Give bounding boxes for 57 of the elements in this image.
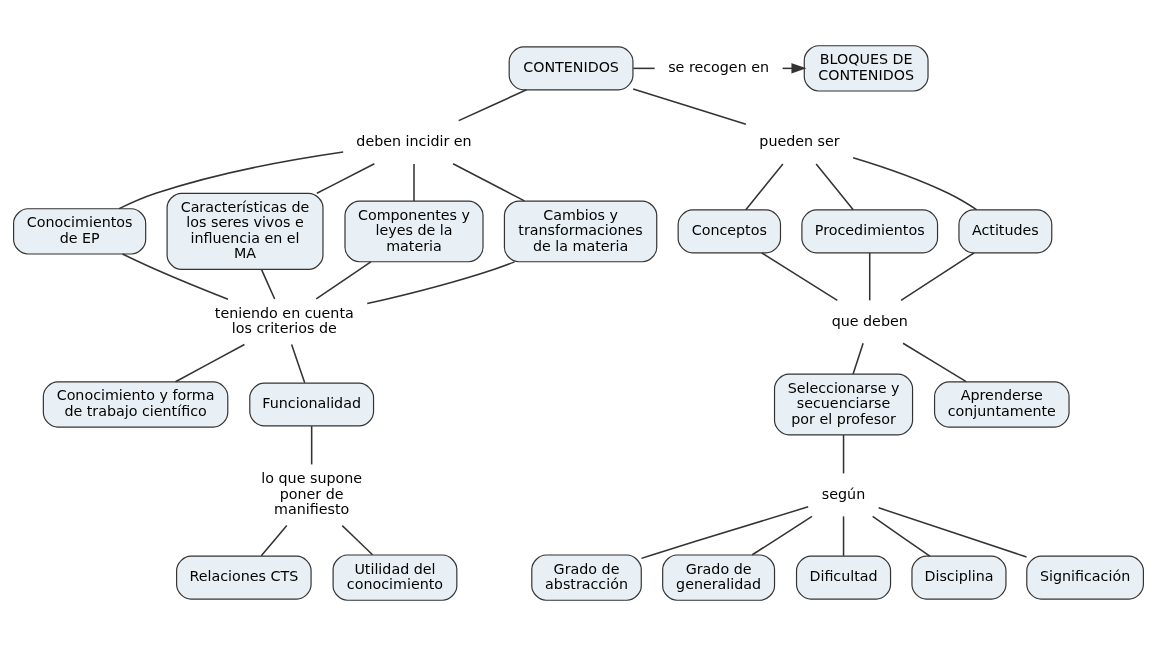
connector	[452, 162, 526, 202]
connector	[640, 506, 809, 560]
connector	[413, 163, 415, 202]
connector	[751, 515, 813, 556]
connector	[900, 252, 975, 302]
node-text: según	[821, 485, 866, 502]
node-box: Relaciones CTS	[176, 555, 312, 600]
node-text: pueden ser	[759, 132, 840, 149]
connector	[842, 515, 845, 557]
connector	[316, 162, 376, 195]
node-box: Actitudes	[958, 209, 1053, 254]
node-text: que deben	[831, 312, 908, 329]
connector	[121, 253, 229, 300]
connector	[852, 342, 864, 375]
node-box: Aprenderse conjuntamente	[933, 381, 1070, 428]
node-box: BLOQUES DE CONTENIDOS	[803, 45, 929, 92]
node-box: Componentes y leyes de la materia	[344, 200, 484, 263]
connector	[366, 261, 516, 305]
node-box: Seleccionarse y secuenciarse por el profesor	[773, 373, 914, 436]
node-box: Conocimientos de EP	[13, 208, 147, 255]
node-box: Utilidad del conocimiento	[332, 554, 458, 601]
node-text: deben incidir en	[356, 132, 472, 149]
connector	[315, 261, 372, 300]
connector	[290, 343, 306, 384]
connector	[260, 269, 276, 300]
connector	[341, 524, 374, 556]
node-box: Grado de generalidad	[662, 554, 776, 601]
connector	[632, 67, 656, 70]
connector	[868, 252, 871, 302]
connector	[174, 343, 246, 383]
node-box: Conocimiento y forma de trabajo científico	[42, 381, 229, 428]
node-text: teniendo en cuenta los criterios de	[214, 304, 354, 337]
connector	[745, 163, 784, 211]
connector	[118, 151, 344, 210]
connector	[815, 163, 854, 211]
node-box: Significación	[1026, 555, 1144, 600]
connector	[902, 342, 967, 383]
connector	[871, 515, 931, 557]
connector	[457, 89, 528, 122]
connector	[632, 88, 747, 125]
connector	[852, 157, 978, 211]
connector	[310, 425, 313, 466]
connector	[260, 524, 288, 557]
node-text: lo que supone poner de manifiesto	[261, 470, 363, 518]
node-box: Funcionalidad	[249, 382, 375, 427]
node-box: Grado de abstracción	[531, 554, 642, 601]
node-text: se recogen en	[668, 59, 770, 76]
node-box: Disciplina	[911, 555, 1007, 600]
node-box: Dificultad	[795, 555, 892, 600]
node-box: Conceptos	[677, 209, 782, 254]
connector	[842, 434, 845, 475]
node-box: Características de los seres vivos e influencia en el MA	[166, 192, 324, 271]
connector	[761, 252, 839, 302]
connector	[877, 507, 1028, 558]
node-box: CONTENIDOS	[508, 46, 634, 91]
node-box: Cambios y transformaciones de la materia	[503, 200, 658, 263]
node-box: Procedimientos	[801, 209, 939, 254]
